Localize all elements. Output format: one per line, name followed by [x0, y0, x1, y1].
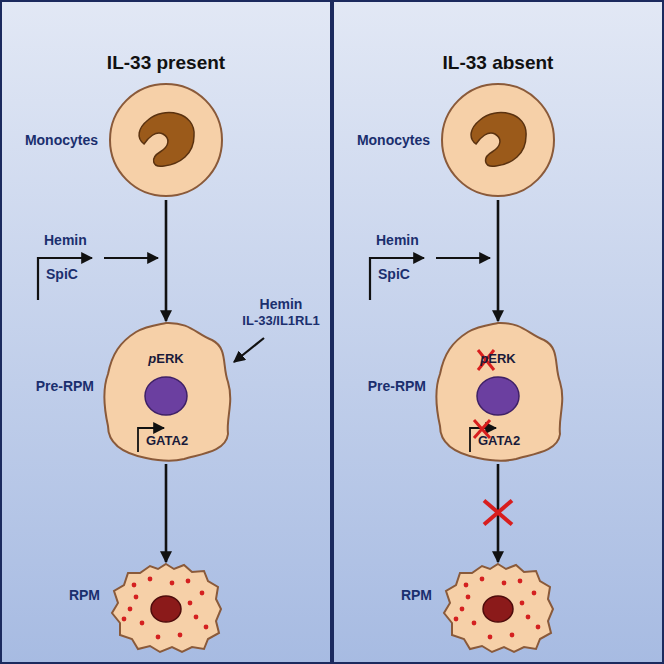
promoter-arrow	[38, 258, 92, 300]
pre-rpm-cell: Pre-RPMpERKGATA2	[100, 322, 232, 462]
cell-label: RPM	[401, 587, 432, 603]
factor-label: SpiC	[378, 266, 410, 282]
molecule-label: GATA2	[146, 434, 188, 449]
cell-outline	[440, 82, 556, 198]
factor-label: IL-33/IL1RL1	[242, 314, 319, 329]
induction-arrow	[104, 257, 158, 259]
rpm-cell: RPM	[110, 563, 222, 653]
cell-label: RPM	[69, 587, 100, 603]
cell-outline	[442, 563, 554, 653]
rpm-cell: RPM	[442, 563, 554, 653]
condition-panel: MonocytesPre-RPM pERK GATA2RPM IL-33 presen…	[0, 0, 332, 664]
cell-label: Monocytes	[25, 132, 98, 148]
factor-label: Hemin	[376, 232, 419, 248]
cell-outline	[110, 563, 222, 653]
cell-label: Monocytes	[357, 132, 430, 148]
promoter-arrow	[370, 258, 424, 300]
condition-panel: MonocytesPre-RPM pERK GATA2RPM IL-33 absent	[332, 0, 664, 664]
factor-label: Hemin	[44, 232, 87, 248]
cell-label: Pre-RPM	[368, 378, 426, 394]
molecule-label: GATA2	[478, 434, 520, 449]
signal-arrow	[234, 338, 264, 362]
monocyte-cell: Monocytes	[440, 82, 556, 198]
factor-label: SpiC	[46, 266, 78, 282]
cell-label: Pre-RPM	[36, 378, 94, 394]
panel-ground	[0, 0, 332, 664]
cell-outline	[108, 82, 224, 198]
factor-label: Hemin	[260, 296, 303, 312]
panel-title: IL-33 absent	[443, 52, 554, 74]
monocyte-cell: Monocytes	[108, 82, 224, 198]
molecule-label: pERK	[480, 352, 515, 367]
pre-rpm-cell: Pre-RPMpERKGATA2	[432, 322, 564, 462]
differentiation-arrow	[497, 200, 500, 321]
panel-title: IL-33 present	[107, 52, 225, 74]
panel-ground	[332, 0, 664, 664]
induction-arrow	[436, 257, 490, 259]
differentiation-arrow	[165, 200, 168, 321]
differentiation-arrow	[165, 464, 168, 562]
block-cross	[484, 501, 512, 525]
molecule-label: pERK	[148, 352, 183, 367]
